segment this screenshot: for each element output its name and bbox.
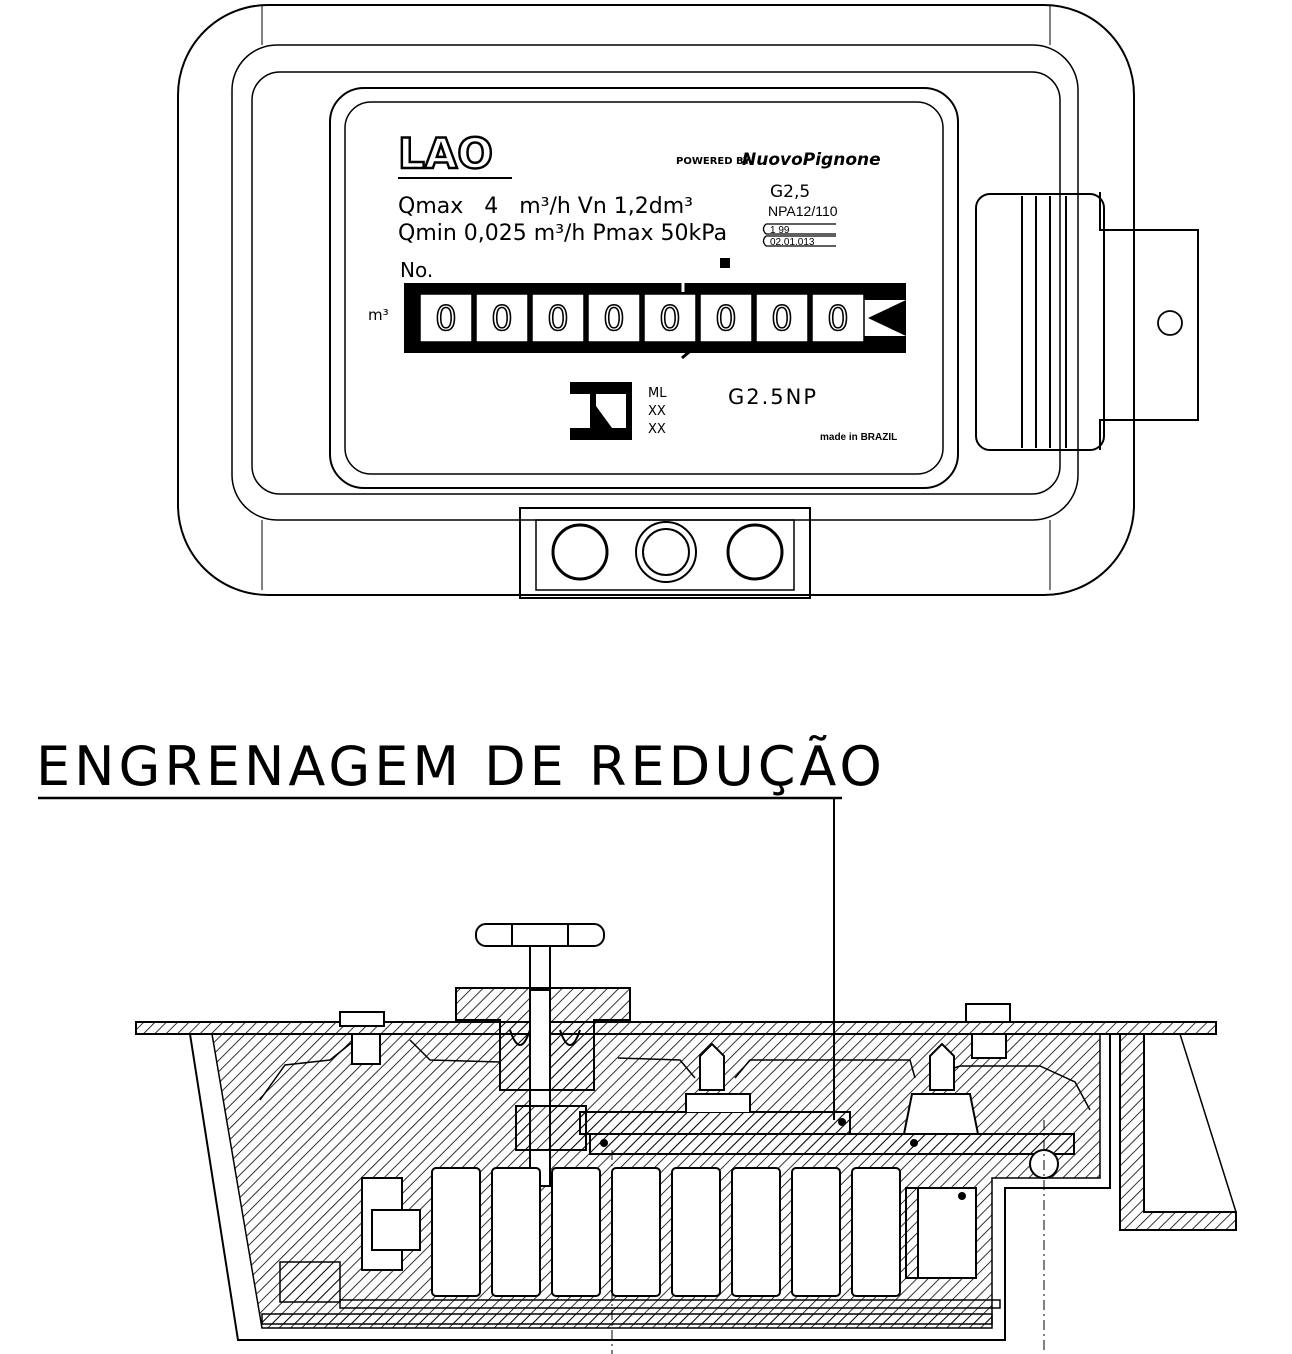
cert-line-2: XX: [648, 404, 666, 419]
odometer-digit-8: 0: [811, 293, 865, 343]
odometer-digit-2: 0: [475, 293, 529, 343]
stamp-code: 02.01.013: [770, 237, 815, 248]
counter-drum: [851, 1167, 901, 1297]
model-label: G2,5: [770, 182, 810, 202]
counter-drums: [431, 1167, 901, 1297]
powered-by-label: POWERED BY: [676, 156, 751, 167]
cross-section: [135, 923, 1237, 1354]
counter-drum: [491, 1167, 541, 1297]
cert-line-3: XX: [648, 422, 666, 437]
model-tag: G2.5NP: [728, 385, 818, 409]
code-label: NPA12/110: [768, 203, 838, 219]
odometer-digit-3: 0: [531, 293, 585, 343]
odometer-digit-5: 0: [643, 293, 697, 343]
nameplate: [329, 87, 959, 489]
section-title: ENGRENAGEM DE REDUÇÃO: [36, 735, 886, 798]
unit-label: m³: [368, 306, 389, 324]
odometer-digit-text: 0: [435, 299, 457, 339]
indicator-square: [720, 258, 730, 268]
counter-drum: [731, 1167, 781, 1297]
serial-label: No.: [400, 258, 433, 282]
odometer-digit-text: 0: [659, 299, 681, 339]
counter-drum: [671, 1167, 721, 1297]
svg-text:LAO: LAO: [398, 129, 493, 178]
odometer-digit-text: 0: [715, 299, 737, 339]
cert-line-1: ML: [648, 386, 667, 401]
odometer-digit-text: 0: [491, 299, 513, 339]
odometer-digit-4: 0: [587, 293, 641, 343]
odometer-digit-1: 0: [419, 293, 473, 343]
stamp-year: 1 99: [770, 225, 790, 236]
bottom-connector: [519, 507, 811, 599]
certification-mark: [570, 382, 632, 440]
counter-drum: [791, 1167, 841, 1297]
side-clip: [975, 192, 1199, 451]
odometer-digit-6: 0: [699, 293, 753, 343]
nuovo-pignone-logo: NuovoPignone: [742, 150, 881, 170]
odometer-digit-text: 0: [771, 299, 793, 339]
odometer-digit-text: 0: [827, 299, 849, 339]
odometer-digit-text: 0: [603, 299, 625, 339]
odometer-digit-7: 0: [755, 293, 809, 343]
lao-logo: LAO: [397, 128, 512, 179]
counter-drum: [611, 1167, 661, 1297]
odometer-digit-text: 0: [547, 299, 569, 339]
spec-line-2: Qmin 0,025 m³/h Pmax 50kPa: [398, 221, 727, 246]
counter-drum: [551, 1167, 601, 1297]
counter-drum: [431, 1167, 481, 1297]
stamp-box: [762, 223, 836, 247]
origin-label: made in BRAZIL: [820, 432, 897, 443]
spec-line-1: Qmax 4 m³/h Vn 1,2dm³: [398, 194, 693, 219]
